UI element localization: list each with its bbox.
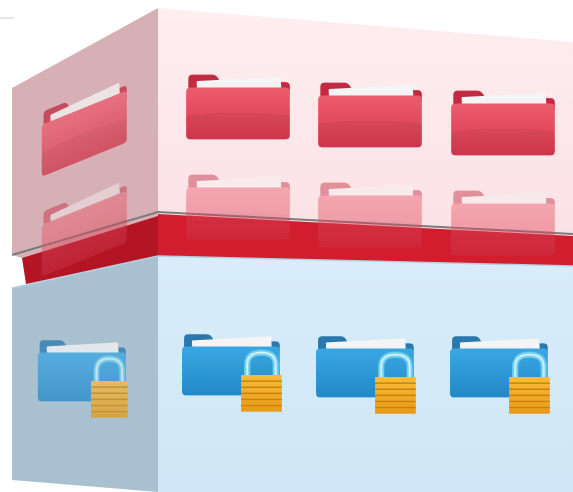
- folder-icon: [186, 75, 290, 140]
- folder-icon: [186, 175, 290, 240]
- bottom-box: [12, 256, 573, 492]
- top-box: [12, 8, 573, 284]
- folder-icon: [451, 91, 555, 156]
- folder-icon: [318, 83, 422, 148]
- folder-icon: [318, 183, 422, 248]
- folder-icon: [451, 191, 555, 256]
